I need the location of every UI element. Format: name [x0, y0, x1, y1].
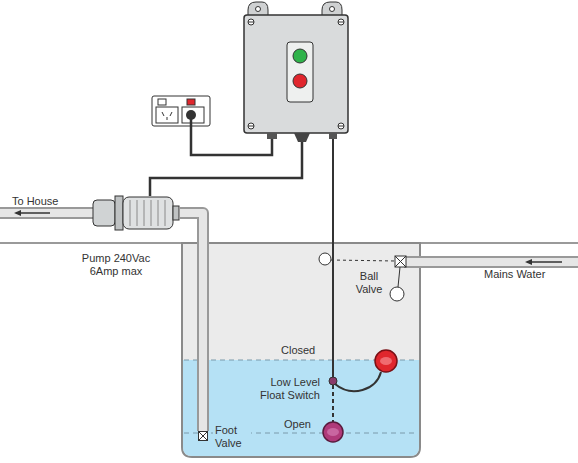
control-panel [287, 42, 313, 102]
float-cable [332, 385, 334, 422]
flow-arrow [16, 212, 50, 214]
pump-shape [92, 194, 180, 232]
part-label: Pump 240Vac 6Amp max [80, 252, 152, 278]
screw [248, 22, 344, 126]
pipe [0, 207, 96, 219]
mount-tab [322, 2, 342, 16]
flow-label: To House [12, 195, 72, 208]
pipe [404, 258, 578, 266]
valve-arm [331, 260, 395, 261]
cable-gland [329, 133, 337, 139]
foot-valve: Foot Valve [198, 431, 208, 441]
level-label: Closed [281, 344, 321, 357]
valve-arm [398, 267, 400, 287]
part-label: Foot Valve [213, 424, 251, 450]
pipe [404, 256, 578, 268]
reset-button [293, 74, 307, 88]
water [183, 360, 419, 456]
foot-valve-shape [198, 431, 208, 441]
part-label: Ball Valve [350, 270, 388, 296]
flow-arrow [527, 261, 562, 263]
socket [156, 107, 178, 123]
mount-tab [248, 2, 268, 16]
socket [182, 107, 204, 123]
power-lamp [293, 49, 307, 63]
float-highlight [380, 357, 392, 365]
cable-gland [267, 133, 277, 139]
control-box [244, 15, 348, 133]
tank [182, 243, 420, 457]
flow-arrow [525, 259, 532, 265]
pipe [0, 209, 96, 217]
flow-label: Mains Water [484, 268, 564, 281]
switch [158, 99, 166, 105]
float-cable [335, 372, 381, 391]
switch [187, 99, 195, 105]
pump: Pump 240Vac 6Amp max [92, 194, 180, 232]
ball-valve [395, 256, 406, 267]
float-ball [390, 287, 404, 301]
float-highlight [327, 428, 339, 436]
pipe [180, 213, 203, 431]
float-open [323, 422, 343, 442]
cable-gland [294, 133, 310, 142]
float-ball [319, 253, 331, 265]
socket [162, 112, 172, 120]
part-label: Low Level Float Switch [246, 376, 320, 402]
ground-line [0, 242, 182, 244]
level-label: Open [284, 418, 320, 431]
float-closed [375, 350, 397, 372]
float-cable [332, 137, 334, 378]
pump-cable [150, 137, 302, 196]
flow-arrow [14, 210, 21, 216]
screw [248, 19, 344, 129]
ball-valve [395, 256, 406, 267]
ground-line [420, 242, 578, 244]
mount-hole [330, 7, 335, 12]
power-outlet [152, 96, 210, 126]
mount-hole [256, 7, 261, 12]
